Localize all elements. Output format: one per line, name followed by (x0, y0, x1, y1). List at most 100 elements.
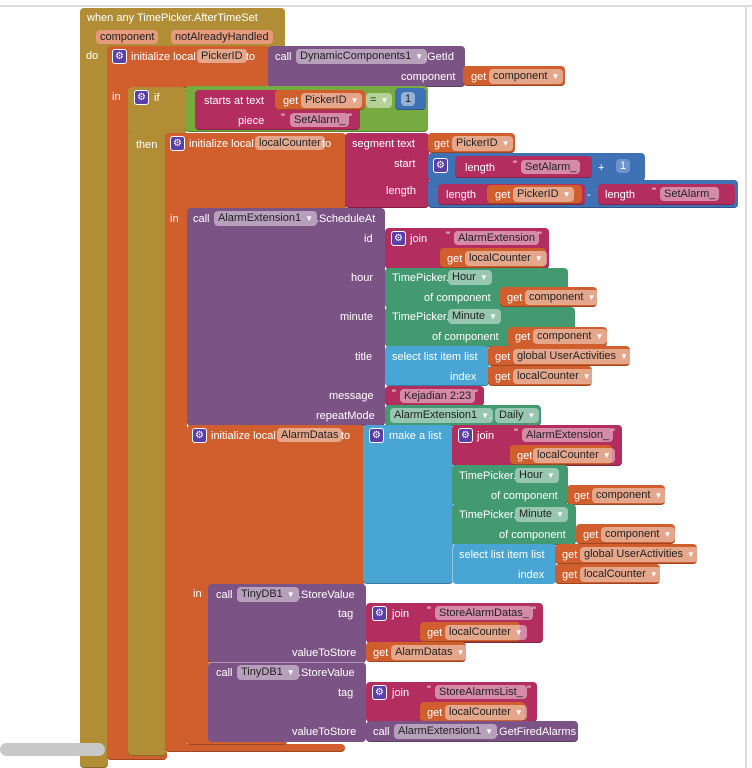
var-name-field[interactable]: localCounter (255, 136, 325, 150)
var-name-field[interactable]: AlarmDatas (277, 428, 343, 442)
string-field[interactable]: Kejadian 2:23 (400, 389, 476, 403)
repeat-mode-block[interactable] (385, 405, 541, 426)
component-dropdown[interactable]: DynamicComponents1▼ (296, 49, 428, 64)
segment-block[interactable] (345, 133, 429, 208)
get-localcounter-block[interactable] (510, 445, 612, 465)
length-block[interactable] (455, 156, 592, 178)
get-component-block[interactable] (567, 485, 665, 505)
string-field[interactable]: SetAlarm_ (290, 113, 350, 127)
timepicker-hour-block[interactable] (452, 465, 568, 505)
var-dropdown[interactable]: AlarmDatas▼ (391, 645, 469, 660)
get-localcounter-block[interactable] (440, 248, 546, 268)
call-getid-block[interactable] (268, 46, 465, 87)
get-component-block[interactable] (500, 287, 597, 307)
call-label: call (193, 213, 210, 225)
string-field[interactable]: AlarmExtension_ (522, 428, 614, 442)
tinydb-storevalue-block[interactable] (208, 662, 366, 742)
mutator-gear-icon[interactable]: ⚙ (369, 428, 384, 443)
if-block-body[interactable] (128, 130, 166, 756)
number-field[interactable]: 1 (401, 92, 416, 106)
schedule-at-block[interactable] (187, 208, 385, 426)
component-dropdown[interactable]: AlarmExtension1▼ (214, 211, 318, 226)
var-dropdown[interactable]: component▼ (592, 488, 667, 503)
property-dropdown[interactable]: Hour▼ (515, 468, 559, 483)
var-dropdown[interactable]: localCounter▼ (533, 448, 615, 463)
string-field[interactable]: AlarmExtension (454, 231, 540, 245)
var-dropdown[interactable]: component▼ (525, 290, 600, 305)
get-localcounter-block[interactable] (420, 702, 525, 722)
var-name-field[interactable]: PickerID (197, 49, 247, 63)
timepicker-minute-block[interactable] (452, 504, 576, 545)
get-useractivities-block[interactable] (555, 544, 697, 564)
var-dropdown[interactable]: localCounter▼ (580, 567, 662, 582)
init-local-localcounter-body[interactable] (165, 200, 187, 752)
get-component-block[interactable] (576, 524, 675, 544)
get-pickerid-block[interactable] (428, 133, 515, 153)
param-component[interactable]: component (96, 30, 159, 44)
var-dropdown[interactable]: component▼ (489, 69, 564, 84)
mutator-gear-icon[interactable]: ⚙ (372, 685, 387, 700)
var-dropdown[interactable]: localCounter▼ (445, 705, 527, 720)
init-local-pickerid[interactable] (107, 46, 269, 88)
var-dropdown[interactable]: localCounter▼ (445, 625, 527, 640)
component-dropdown[interactable]: TinyDB1▼ (237, 587, 299, 602)
get-alarmdatas-block[interactable] (366, 642, 466, 662)
mutator-gear-icon[interactable]: ⚙ (112, 49, 127, 64)
var-dropdown[interactable]: global UserActivities▼ (580, 547, 699, 562)
make-a-list-block[interactable] (363, 425, 453, 584)
event-block-body[interactable] (80, 40, 108, 768)
message-string-block[interactable] (385, 386, 484, 406)
mutator-gear-icon[interactable]: ⚙ (458, 428, 473, 443)
quote-icon: " (652, 186, 656, 198)
mutator-gear-icon[interactable]: ⚙ (391, 231, 406, 246)
string-field[interactable]: StoreAlarmDatas_ (435, 606, 533, 620)
length-block[interactable] (598, 184, 735, 205)
var-dropdown[interactable]: component▼ (601, 527, 676, 542)
helper-component-dropdown[interactable]: AlarmExtension1▼ (390, 408, 494, 423)
select-list-item-block[interactable] (385, 346, 489, 386)
number-field[interactable]: 1 (616, 159, 631, 173)
get-useractivities-block[interactable] (488, 346, 630, 366)
component-dropdown[interactable]: AlarmExtension1▼ (394, 724, 498, 739)
var-dropdown[interactable]: localCounter▼ (465, 251, 547, 266)
var-dropdown[interactable]: PickerID▼ (513, 187, 575, 202)
get-localcounter-block[interactable] (555, 564, 660, 584)
property-dropdown[interactable]: Minute▼ (448, 309, 501, 324)
tag-label: tag (338, 608, 354, 620)
get-component-block[interactable] (508, 327, 607, 347)
mutator-gear-icon[interactable]: ⚙ (170, 136, 185, 151)
property-dropdown[interactable]: Hour▼ (448, 270, 492, 285)
number-block[interactable] (395, 88, 426, 110)
var-dropdown[interactable]: PickerID▼ (452, 136, 514, 151)
get-localcounter-block[interactable] (488, 366, 592, 386)
init-local-pickerid-body[interactable] (107, 80, 129, 760)
var-dropdown[interactable]: localCounter▼ (513, 369, 595, 384)
var-dropdown[interactable]: global UserActivities▼ (513, 349, 632, 364)
string-field[interactable]: SetAlarm_ (521, 160, 581, 174)
param-notAlreadyHandled[interactable]: notAlreadyHandled (171, 30, 273, 44)
init-local-alarmdatas[interactable] (187, 425, 364, 590)
get-component-block[interactable] (463, 66, 565, 86)
mutator-gear-icon[interactable]: ⚙ (433, 158, 448, 173)
horizontal-scrollbar[interactable] (0, 743, 105, 756)
string-field[interactable]: SetAlarm_ (660, 187, 720, 201)
var-dropdown[interactable]: PickerID▼ (301, 93, 363, 108)
tinydb-storevalue-block[interactable] (208, 584, 366, 663)
mutator-gear-icon[interactable]: ⚙ (192, 428, 207, 443)
get-localcounter-block[interactable] (420, 622, 520, 642)
mutator-gear-icon[interactable]: ⚙ (134, 90, 149, 105)
helper-value-dropdown[interactable]: Daily▼ (495, 408, 540, 423)
component-dropdown[interactable]: TinyDB1▼ (237, 665, 299, 680)
init-local-alarmdatas-body[interactable] (187, 580, 209, 745)
get-pickerid-block[interactable] (275, 90, 365, 110)
get-fired-alarms-block[interactable] (366, 721, 578, 742)
select-list-item-block[interactable] (452, 544, 556, 584)
string-field[interactable]: StoreAlarmsList_ (435, 685, 527, 699)
init-local-localcounter[interactable] (165, 133, 346, 213)
get-label: get (574, 490, 590, 502)
var-dropdown[interactable]: component▼ (533, 329, 608, 344)
operator-dropdown[interactable]: =▼ (366, 93, 393, 108)
mutator-gear-icon[interactable]: ⚙ (372, 606, 387, 621)
get-pickerid-block[interactable] (487, 185, 582, 204)
property-dropdown[interactable]: Minute▼ (515, 507, 568, 522)
